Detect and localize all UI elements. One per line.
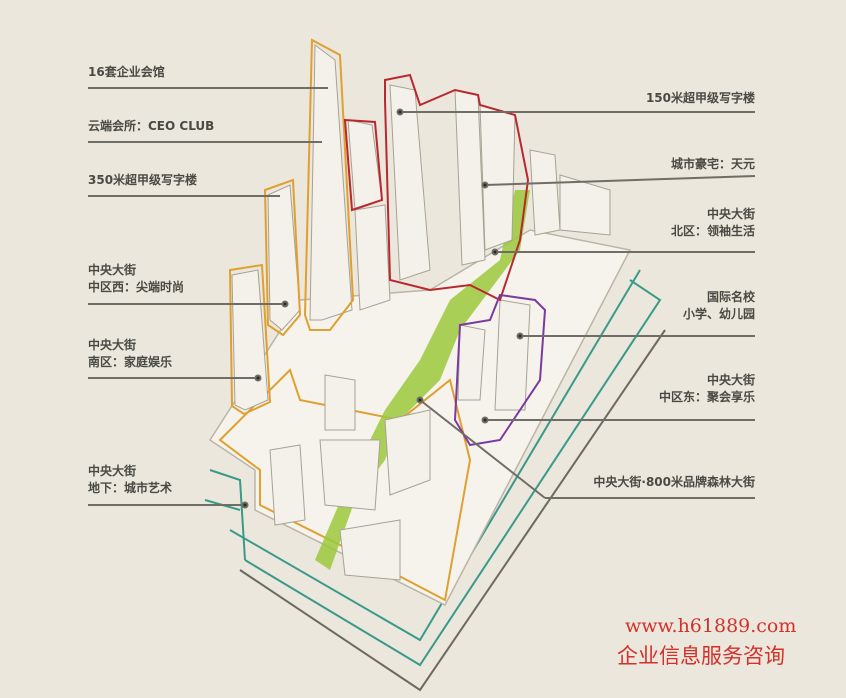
label-line: 中央大街·800米品牌森林大街 — [593, 475, 755, 489]
label-central-east: 中央大街中区东：聚会享乐 — [659, 372, 755, 406]
label-line: 北区：领袖生活 — [670, 224, 755, 238]
label-line: 中区东：聚会享乐 — [658, 390, 755, 404]
label-line: 中央大街 — [706, 207, 755, 221]
leader-lines — [88, 87, 756, 509]
label-line: 350米超甲级写字楼 — [88, 173, 198, 187]
label-line: 地下：城市艺术 — [88, 481, 173, 495]
label-line: 中央大街 — [88, 263, 137, 277]
label-line: 城市豪宅：天元 — [670, 157, 755, 171]
label-line: 中区西：尖端时尚 — [88, 280, 185, 294]
label-international-school: 国际名校小学、幼儿园 — [683, 289, 755, 323]
label-central-west: 中央大街中区西：尖端时尚 — [88, 262, 184, 296]
label-line: 150米超甲级写字楼 — [645, 91, 755, 105]
label-line: 中央大街 — [88, 338, 137, 352]
label-south-zone: 中央大街南区：家庭娱乐 — [88, 337, 172, 371]
label-line: 国际名校 — [706, 290, 755, 304]
label-underground: 中央大街地下：城市艺术 — [88, 463, 172, 497]
label-line: 中央大街 — [88, 464, 137, 478]
label-350m-office: 350米超甲级写字楼 — [88, 172, 197, 189]
watermark-text: 企业信息服务咨询 — [617, 644, 785, 668]
label-luxury-residence: 城市豪宅：天元 — [671, 156, 755, 173]
zone-outlines — [228, 38, 547, 447]
watermark-url: www.h61889.com — [625, 615, 797, 637]
label-line: 小学、幼儿园 — [682, 307, 755, 321]
label-line: 云端会所：CEO CLUB — [88, 119, 215, 133]
label-800m-avenue: 中央大街·800米品牌森林大街 — [593, 474, 755, 491]
label-150m-office: 150米超甲级写字楼 — [646, 90, 755, 107]
orange-outline-ground — [218, 368, 472, 602]
label-ceo-club: 云端会所：CEO CLUB — [88, 118, 214, 135]
label-enterprise-clubs: 16套企业会馆 — [88, 64, 165, 81]
label-north-zone: 中央大街北区：领袖生活 — [671, 206, 755, 240]
label-line: 中央大街 — [706, 373, 755, 387]
towers — [231, 44, 611, 581]
label-line: 南区：家庭娱乐 — [88, 355, 173, 369]
label-line: 16套企业会馆 — [88, 65, 165, 79]
